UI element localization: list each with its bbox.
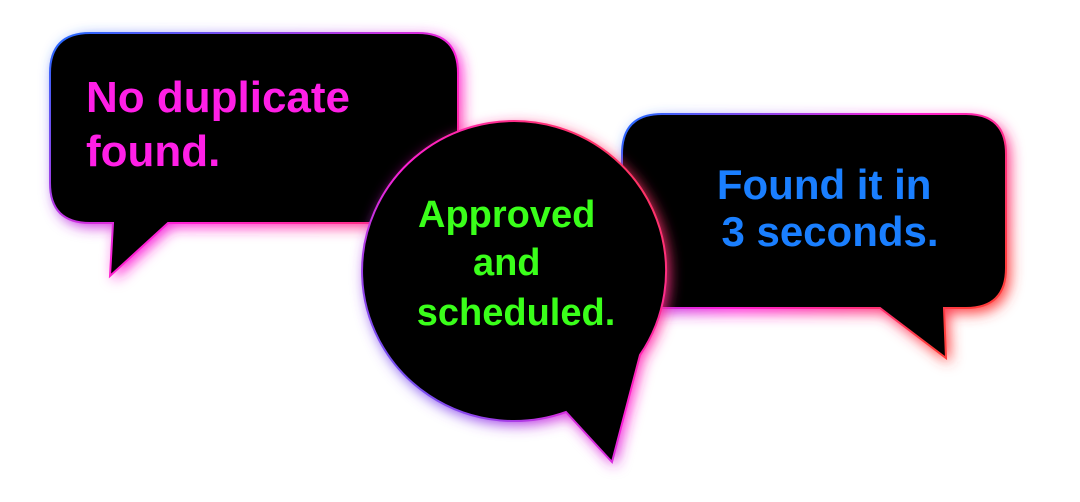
speech-bubble-right-shape — [621, 113, 1007, 361]
speech-bubble-left-shape — [49, 32, 459, 279]
speech-bubble-center-shape — [361, 120, 668, 465]
speech-bubble-right-text: Found it in 3 seconds. — [717, 161, 943, 255]
speech-bubble-left: No duplicate found. — [49, 32, 462, 280]
speech-bubble-center: Approved and scheduled. — [361, 120, 670, 467]
speech-bubble-left-text: No duplicate found. — [86, 73, 362, 176]
speech-bubble-center-text: Approved and scheduled. — [417, 194, 616, 334]
speech-bubble-left-line-2: found. — [86, 127, 220, 176]
speech-bubble-right-line-1: Found it in — [717, 161, 932, 208]
speech-bubble-left-line-1: No duplicate — [86, 73, 350, 122]
speech-bubble-right-line-2: 3 seconds. — [721, 208, 938, 255]
speech-bubble-center-line-1: Approved — [418, 194, 595, 236]
speech-bubble-right: Found it in 3 seconds. — [621, 113, 1010, 363]
speech-bubble-center-line-2: and — [473, 242, 541, 284]
speech-bubble-center-line-3: scheduled. — [417, 292, 616, 334]
